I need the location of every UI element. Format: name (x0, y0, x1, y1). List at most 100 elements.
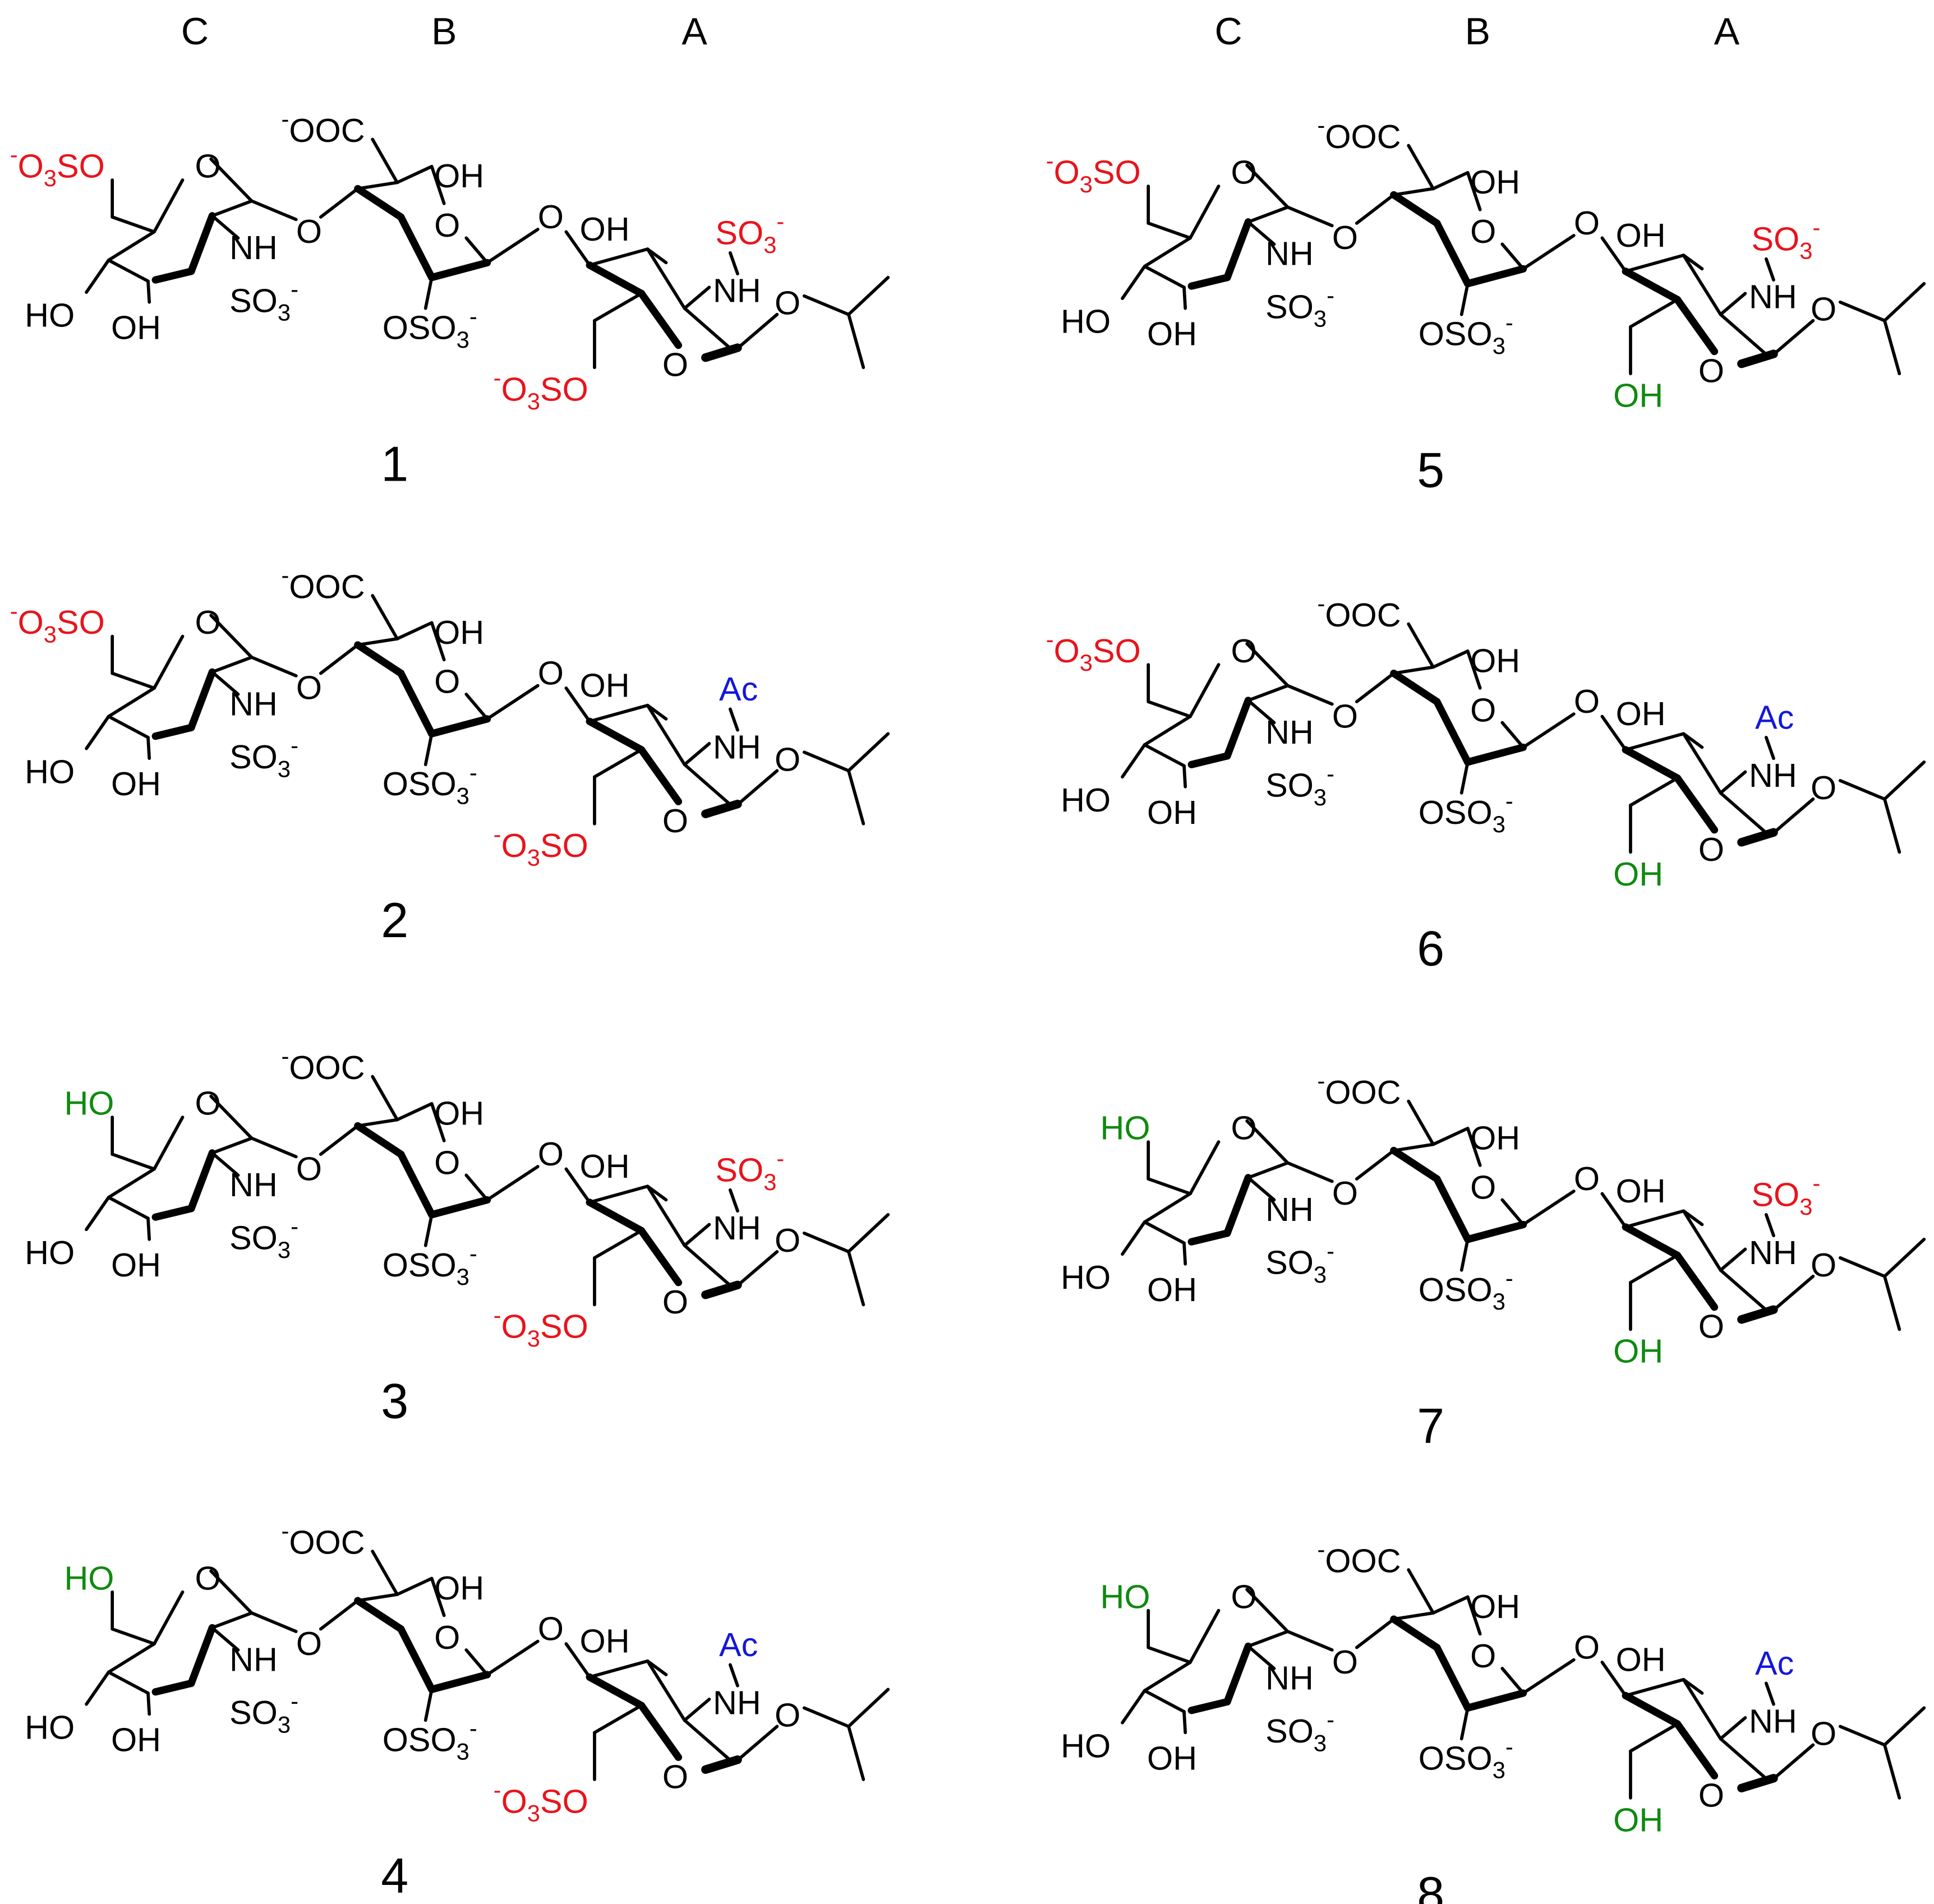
ring-c-oxygen: O (195, 1085, 221, 1122)
n-substituent-bond (1766, 737, 1774, 758)
a-ring-acetyl-label: Ac (719, 1626, 758, 1663)
glycosidic-oxygen-cb: O (296, 213, 322, 250)
c6-hydroxyl-label: HO (64, 1085, 114, 1122)
a6-hydroxyl-label: OH (1613, 1333, 1663, 1370)
a-ring-nso3-label: SO3- (1751, 1170, 1820, 1220)
glycosidic-oxygen-ba: O (1574, 1160, 1600, 1197)
ring-b-oxygen: O (1470, 1637, 1496, 1675)
a-ring-acetyl-label: Ac (1755, 1644, 1794, 1682)
a-ring-nso3-label: SO3- (715, 1145, 784, 1195)
n-substituent-bond (730, 709, 738, 730)
a-ring-nh-label: NH (1749, 757, 1797, 794)
b-ring-carboxylate-label: -OOC (1317, 1536, 1401, 1579)
ring-c-oxygen: O (195, 603, 221, 641)
c6-sulfate-label: -O3SO (10, 141, 105, 191)
a-ring-oh-label: OH (1616, 216, 1666, 254)
c6-sulfate-label: -O3SO (1046, 147, 1141, 197)
a6-sulfate-label: -O3SO (494, 1302, 588, 1352)
ring-b-oxygen: O (434, 206, 460, 244)
a-ring-oh-label: OH (1616, 1640, 1666, 1678)
c-ring-oh-label: OH (111, 309, 161, 347)
c-ring-nso3-label: SO3- (1265, 1707, 1334, 1757)
compound-number: 3 (381, 1373, 408, 1429)
glycosidic-oxygen-cb: O (1332, 219, 1358, 256)
c6-sulfate-label: -O3SO (10, 598, 105, 648)
glycosidic-oxygen-ba: O (538, 1135, 564, 1173)
b-ring-carboxylate-label: -OOC (281, 1043, 365, 1086)
glycosidic-oxygen-ba: O (1574, 1628, 1600, 1666)
a-ring-oh-label: OH (580, 666, 630, 704)
c-ring-nh-label: NH (1265, 1191, 1314, 1228)
ring-c-oxygen: O (195, 1559, 221, 1597)
c-ring-nh-label: NH (229, 1166, 278, 1204)
b-ring-oh-label: OH (434, 1094, 484, 1132)
ring-a-oxygen: O (1698, 831, 1724, 868)
column-headers: C B A C B A (181, 10, 1740, 53)
c-ring-ho-label: HO (1061, 1727, 1111, 1764)
ring-a-oxygen: O (1698, 352, 1724, 390)
b-ring-carboxylate-label: -OOC (281, 105, 365, 149)
c-ring-oh-label: OH (1147, 315, 1197, 353)
b-ring-oso3-label: OSO3- (383, 1240, 477, 1290)
ring-c-oxygen: O (1231, 1578, 1257, 1615)
ring-a-oxygen: O (662, 802, 688, 840)
a-ring-anomeric-oxygen: O (775, 284, 800, 322)
c-ring-ho-label: HO (25, 297, 75, 334)
a-ring-nh-label: NH (1749, 278, 1797, 316)
ring-b-oxygen: O (1470, 691, 1496, 729)
a-ring-nh-label: NH (1749, 1234, 1797, 1271)
ring-a-oxygen: O (662, 1758, 688, 1795)
ring-label-b-left: B (431, 10, 457, 53)
ring-c-oxygen: O (1231, 632, 1257, 670)
b-ring-oso3-label: OSO3- (1419, 1265, 1513, 1315)
c-ring-oh-label: OH (111, 1721, 161, 1758)
glycosidic-oxygen-ba: O (1574, 204, 1600, 242)
glycosidic-oxygen-ba: O (538, 654, 564, 691)
a-ring-nh-label: NH (713, 728, 761, 766)
ring-b-oxygen: O (434, 1144, 460, 1181)
c-ring-ho-label: HO (25, 1708, 75, 1746)
c-ring-nso3-label: SO3- (1265, 1238, 1334, 1288)
ring-label-b-right: B (1465, 10, 1490, 53)
c-ring-nso3-label: SO3- (229, 732, 298, 782)
c-ring-nso3-label: SO3- (229, 1688, 298, 1738)
c6-sulfate-label: -O3SO (1046, 626, 1141, 676)
b-ring-carboxylate-label: -OOC (281, 1518, 365, 1561)
c-ring-nh-label: NH (229, 229, 278, 266)
b-ring-oso3-label: OSO3- (383, 1715, 477, 1765)
a-ring-nh-label: NH (713, 272, 761, 310)
compound-number: 4 (381, 1848, 408, 1903)
c-ring-nh-label: NH (229, 685, 278, 722)
ring-label-a-right: A (1714, 10, 1740, 53)
n-substituent-bond (730, 253, 738, 274)
a-ring-anomeric-oxygen: O (775, 1221, 800, 1259)
a6-sulfate-label: -O3SO (494, 1777, 588, 1827)
glycosidic-oxygen-cb: O (1332, 1174, 1358, 1212)
ring-a-oxygen: O (662, 346, 688, 384)
c-ring-nh-label: NH (1265, 235, 1314, 273)
b-ring-carboxylate-label: -OOC (1317, 112, 1401, 155)
a-ring-oh-label: OH (1616, 695, 1666, 732)
glycosidic-oxygen-cb: O (296, 1625, 322, 1662)
n-substituent-bond (1766, 259, 1774, 280)
c-ring-nh-label: NH (229, 1640, 278, 1678)
a6-hydroxyl-label: OH (1613, 855, 1663, 893)
glycosidic-oxygen-cb: O (296, 669, 322, 707)
ring-b-oxygen: O (1470, 1168, 1496, 1206)
a-ring-nh-label: NH (713, 1684, 761, 1721)
a-ring-acetyl-label: Ac (719, 670, 758, 708)
a6-hydroxyl-label: OH (1613, 1801, 1663, 1838)
compound-number: 1 (381, 436, 408, 492)
c-ring-nso3-label: SO3- (1265, 760, 1334, 810)
a-ring-nh-label: NH (713, 1209, 761, 1247)
glycosidic-oxygen-cb: O (1332, 697, 1358, 735)
b-ring-oso3-label: OSO3- (383, 759, 477, 809)
ring-b-oxygen: O (434, 1619, 460, 1656)
compound-number: 5 (1417, 442, 1444, 498)
compound-number: 8 (1417, 1866, 1444, 1904)
